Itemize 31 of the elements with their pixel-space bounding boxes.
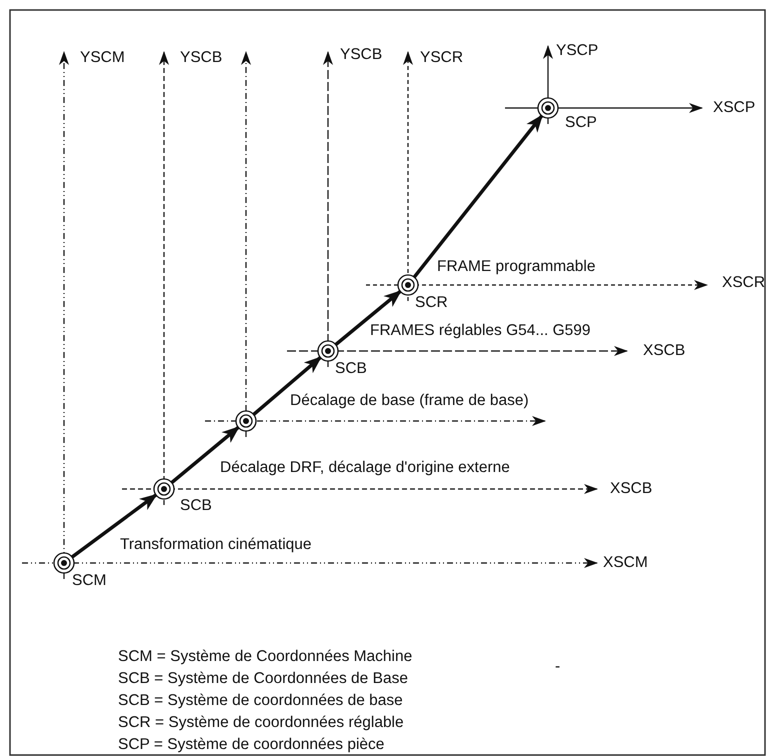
axis-label: YSCB xyxy=(180,49,222,67)
axis-label: XSCP xyxy=(713,99,756,117)
axis-label: XSCR xyxy=(722,274,766,292)
edge-label: Transformation cinématique xyxy=(118,536,314,554)
edge-label: Décalage de base (frame de base) xyxy=(288,392,531,410)
axis-label: YSCP xyxy=(556,42,598,60)
axis-label: XSCB xyxy=(610,480,652,498)
edge-label: Décalage DRF, décalage d'origine externe xyxy=(218,459,512,477)
origin-label: SCB xyxy=(180,497,212,515)
origin-label: SCM xyxy=(72,572,106,590)
edge-label: FRAME programmable xyxy=(435,258,598,276)
transformation-arrow xyxy=(170,426,240,484)
origin-label: SCR xyxy=(415,294,448,312)
axis-label: XSCB xyxy=(643,342,686,360)
dash-mark: - xyxy=(555,658,560,676)
transformation-arrow xyxy=(334,290,402,346)
origin-label: SCP xyxy=(565,114,597,132)
legend-text: SCP = Système de coordonnées pièce xyxy=(118,736,384,754)
legend-text: SCM = Système de Coordonnées Machine xyxy=(118,648,412,666)
edge-label: FRAMES réglables G54... G599 xyxy=(368,322,593,340)
axis-label: YSCM xyxy=(80,49,125,67)
transformation-arrow xyxy=(71,494,158,558)
legend-text: SCB = Système de coordonnées de base xyxy=(118,692,403,710)
transformation-arrow xyxy=(412,114,544,278)
origin-label: SCB xyxy=(335,360,367,378)
axis-label: YSCB xyxy=(340,46,382,64)
legend-text: SCR = Système de coordonnées réglable xyxy=(118,714,404,732)
axis-label: XSCM xyxy=(603,554,648,572)
legend-text: SCB = Système de Coordonnées de Base xyxy=(118,670,408,688)
axis-label: YSCR xyxy=(420,49,464,67)
transformation-arrow xyxy=(252,356,322,416)
